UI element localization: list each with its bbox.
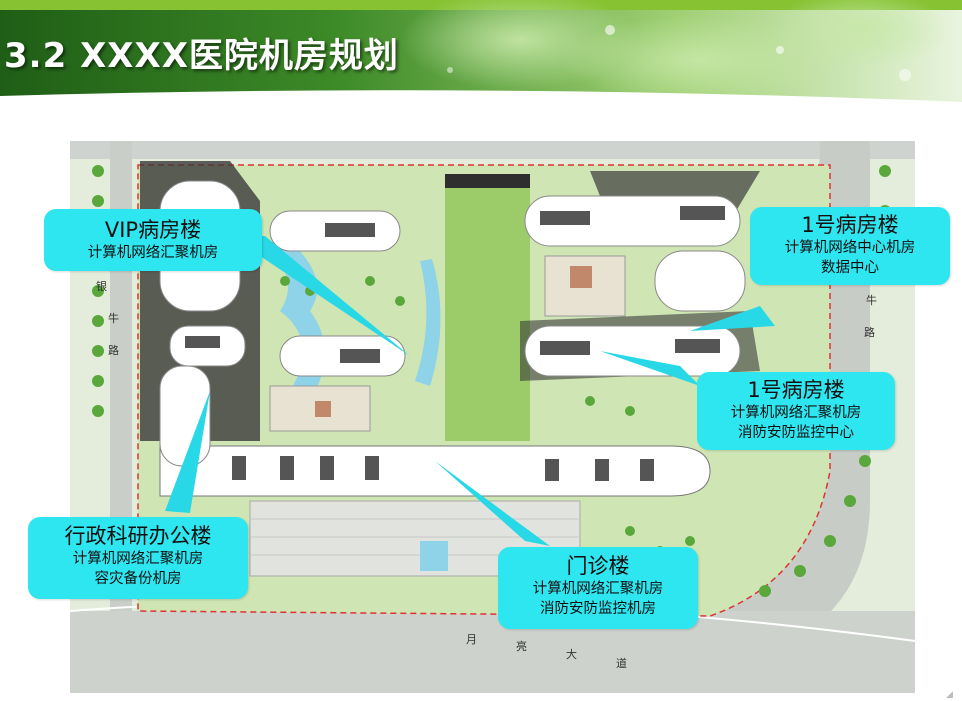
header-background: [0, 0, 962, 120]
header-banner: 3.2 XXXX医院机房规划: [0, 0, 962, 120]
callout-ward-1-mid-line-2: 消防安防监控中心: [738, 425, 854, 441]
callout-ward-1-top-line-1: 计算机网络中心机房: [784, 240, 916, 256]
callout-outpatient-line-1: 计算机网络汇聚机房: [532, 581, 664, 597]
page-title: 3.2 XXXX医院机房规划: [4, 36, 399, 76]
callout-ward-1-mid: 1号病房楼 计算机网络汇聚机房 消防安防监控中心: [697, 372, 895, 450]
callout-ward-1-mid-title: 1号病房楼: [747, 378, 845, 402]
callout-outpatient-title: 门诊楼: [566, 554, 630, 578]
callout-ward-1-top-line-2: 数据中心: [821, 260, 879, 276]
callout-outpatient-line-2: 消防安防监控机房: [540, 601, 656, 617]
callout-outpatient: 门诊楼 计算机网络汇聚机房 消防安防监控机房: [498, 547, 698, 629]
callout-ward-1-top: 1号病房楼 计算机网络中心机房 数据中心: [750, 207, 950, 285]
callout-vip-ward: VIP病房楼 计算机网络汇聚机房: [44, 209, 262, 271]
callout-ward-1-mid-line-1: 计算机网络汇聚机房: [730, 405, 862, 421]
hospital-site-plan: [70, 141, 915, 693]
road-label-left: 银: [96, 280, 107, 293]
callout-admin-title: 行政科研办公楼: [64, 524, 212, 548]
corner-mark: ◢: [946, 690, 953, 700]
callout-vip-line: 计算机网络汇聚机房: [87, 245, 219, 261]
ward-1-building: [524, 325, 741, 377]
callout-admin-line-1: 计算机网络汇聚机房: [72, 551, 204, 567]
ward-1-mid-pointer: [600, 351, 700, 386]
road-label-bottom: 月: [466, 633, 477, 646]
callout-ward-1-top-title: 1号病房楼: [801, 213, 899, 237]
admin-pointer: [165, 391, 210, 513]
central-green-axis: [445, 181, 530, 441]
callout-admin-line-2: 容灾备份机房: [94, 571, 182, 587]
callout-vip-title: VIP病房楼: [104, 218, 202, 242]
north-road: [70, 141, 915, 159]
south-avenue: [70, 611, 915, 693]
outpatient-building: [159, 445, 711, 497]
ward-1-top-pointer: [690, 306, 775, 331]
callout-admin-research: 行政科研办公楼 计算机网络汇聚机房 容灾备份机房: [28, 517, 248, 599]
outpatient-pointer: [435, 461, 550, 546]
ward-1-tower: [654, 250, 746, 312]
vip-pointer: [230, 236, 410, 356]
